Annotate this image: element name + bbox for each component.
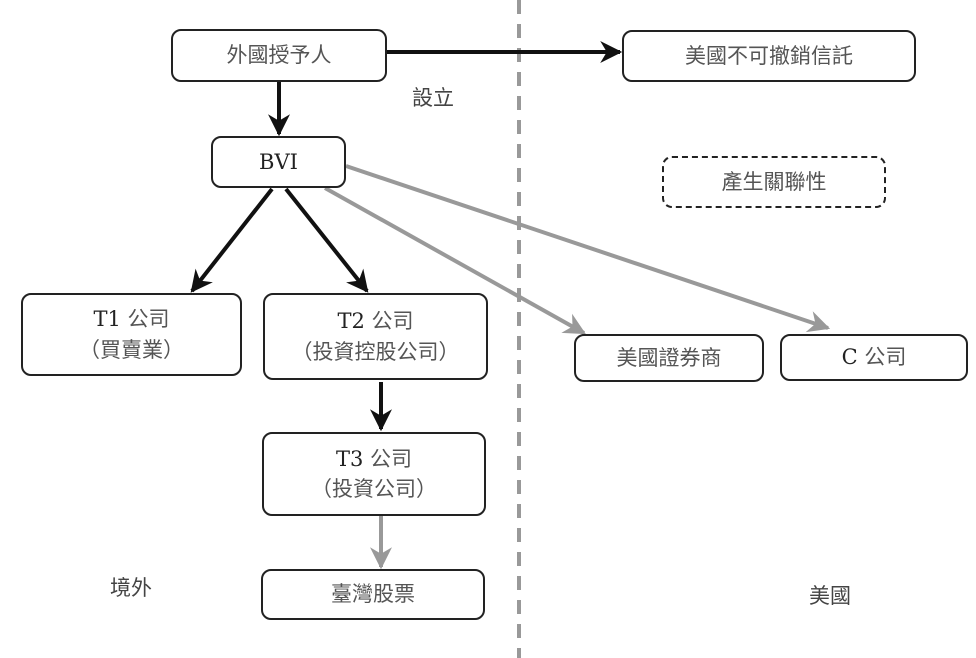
- node-t1-desc: （買賣業）: [79, 337, 184, 362]
- node-bvi-label: BVI: [259, 149, 298, 174]
- node-t1-code: T1: [93, 307, 121, 332]
- node-c-company: C 公司: [780, 334, 968, 381]
- node-t3-desc: （投資公司）: [311, 477, 437, 501]
- node-t2-suffix: 公司: [371, 309, 414, 334]
- node-t3-suffix: 公司: [370, 446, 413, 471]
- node-c-suffix: 公司: [864, 345, 907, 370]
- node-us-broker: 美國證券商: [574, 334, 764, 382]
- node-t3-company: T3 公司 （投資公司）: [262, 432, 486, 516]
- edge-bvi-to-c-company: [345, 164, 831, 333]
- node-foreign-grantor: 外國授予人: [171, 29, 387, 82]
- edge-bvi-to-t1: [190, 187, 274, 293]
- node-related-party: 產生關聯性: [662, 156, 886, 208]
- node-us-broker-label: 美國證券商: [616, 345, 722, 370]
- node-t2-desc: （投資控股公司）: [291, 339, 460, 364]
- node-related-party-label: 產生關聯性: [721, 169, 827, 194]
- node-bvi: BVI: [211, 136, 346, 188]
- node-taiwan-stock: 臺灣股票: [261, 569, 485, 620]
- node-foreign-grantor-label: 外國授予人: [226, 43, 332, 68]
- node-us-irrevocable-trust: 美國不可撤銷信託: [622, 30, 916, 82]
- edge-bvi-to-us-broker: [324, 186, 586, 335]
- node-t1-suffix: 公司: [127, 307, 170, 332]
- node-t1-company: T1 公司 （買賣業）: [21, 293, 242, 376]
- node-t3-code: T3: [335, 446, 364, 471]
- node-t2-company: T2 公司 （投資控股公司）: [263, 293, 488, 380]
- edge-bvi-to-t2: [284, 187, 369, 293]
- node-t2-code: T2: [337, 309, 365, 334]
- node-us-irrevocable-trust-label: 美國不可撤銷信託: [685, 43, 853, 68]
- node-taiwan-stock-label: 臺灣股票: [331, 582, 415, 607]
- node-c-code: C: [841, 345, 858, 370]
- label-establish: 設立: [412, 86, 454, 110]
- label-offshore: 境外: [110, 576, 152, 600]
- label-usa: 美國: [809, 584, 851, 608]
